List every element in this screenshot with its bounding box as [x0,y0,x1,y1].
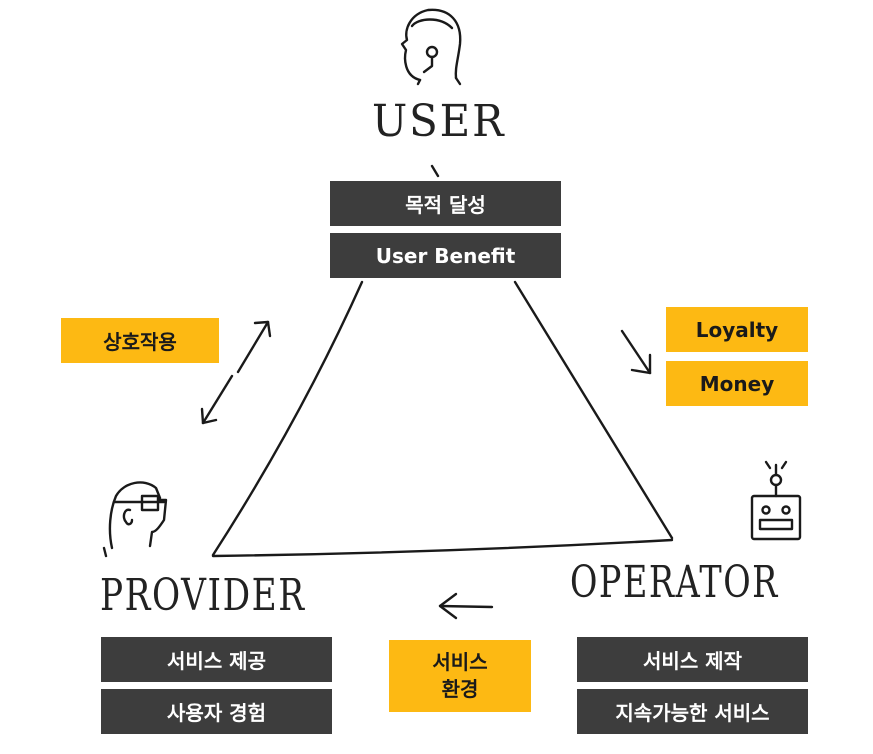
value-arrow-down-icon [620,329,652,375]
operator-production-box: 서비스 제작 [577,637,808,682]
operator-sustainable-box: 지속가능한 서비스 [577,689,808,734]
operator-role-label: OPERATOR [570,557,779,608]
interaction-arrow-down-icon [200,374,234,425]
loyalty-box: Loyalty [666,307,808,352]
user-role-label: USER [372,96,506,147]
service-environment-box: 서비스 환경 [389,640,531,712]
money-box: Money [666,361,808,406]
user-goal-box: 목적 달성 [330,181,561,226]
triangle-outline [211,164,674,558]
interaction-box: 상호작용 [61,318,219,363]
provider-service-box: 서비스 제공 [101,637,332,682]
user-head-headset-icon [400,8,462,86]
provider-experience-box: 사용자 경험 [101,689,332,734]
provider-head-glasses-icon [102,481,168,558]
environment-arrow-left-icon [438,592,494,620]
robot-icon [750,460,802,541]
interaction-arrow-up-icon [236,320,272,374]
provider-role-label: PROVIDER [100,570,306,621]
user-benefit-box: User Benefit [330,233,561,278]
